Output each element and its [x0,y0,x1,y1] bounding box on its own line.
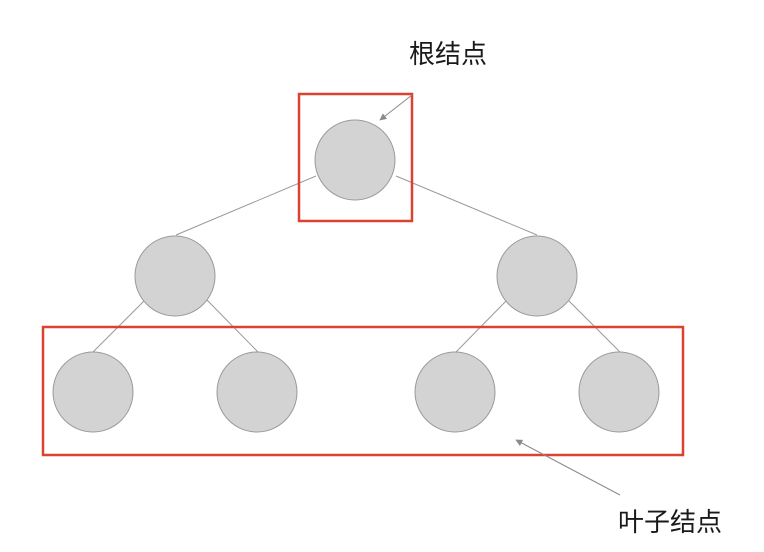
root-pointer-arrow [379,94,413,121]
edge-root-left [175,175,317,236]
leaf-node-4 [578,351,660,433]
tree-nodes [52,119,660,433]
internal-node-right [496,235,578,317]
edge-left-leaf1 [92,298,147,353]
leaf-node-1 [52,351,134,433]
leaf-node-2 [216,351,298,433]
leaf-node-3 [414,351,496,433]
root-label: 根结点 [409,40,487,70]
edge-right-leaf3 [455,298,509,353]
leaf-pointer-arrow [515,439,621,496]
root-node [314,119,396,201]
leaf-label: 叶子结点 [618,508,722,538]
internal-node-left [134,235,216,317]
edge-right-leaf4 [566,298,621,353]
edge-root-right [395,175,538,236]
root-highlight-box [297,92,414,223]
edge-left-leaf2 [205,298,259,353]
tree-edges [92,175,621,353]
leaf-highlight-box [41,325,685,457]
